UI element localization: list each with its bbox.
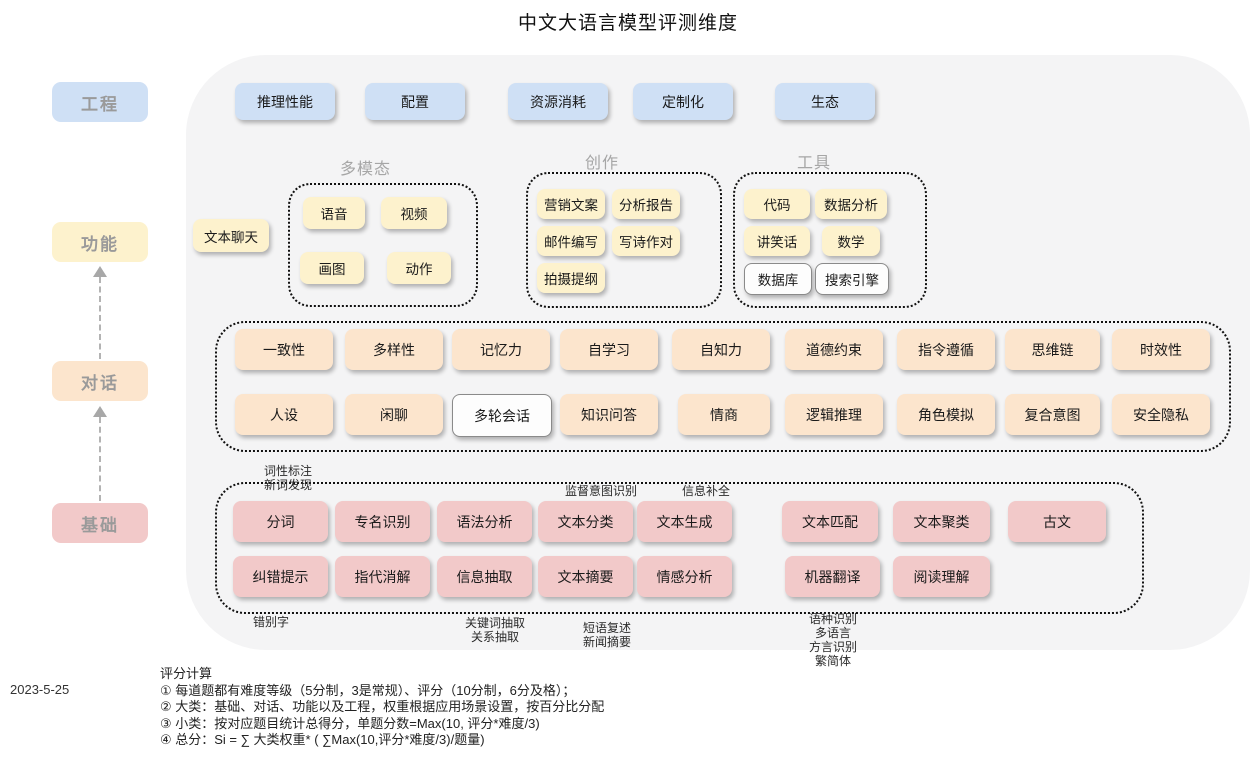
annotation-language-identification: 语种识别 多语言 方言识别 繁简体 <box>808 612 857 668</box>
basic-node: 古文 <box>1008 501 1106 542</box>
function-node: 拍摄提纲 <box>537 263 605 293</box>
dialog-node-multi-turn: 多轮会话 <box>452 394 552 437</box>
engineering-node: 配置 <box>365 83 465 120</box>
group-rect-basic <box>215 482 1144 614</box>
annotation-paraphrase-summary: 短语复述 新闻摘要 <box>582 621 631 649</box>
level-function: 功能 <box>52 222 148 262</box>
engineering-node: 定制化 <box>633 83 733 120</box>
annotation-pos-tagging: 词性标注 新词发现 <box>264 464 313 492</box>
group-label-multimodal: 多模态 <box>340 161 392 178</box>
basic-node: 机器翻译 <box>785 556 880 597</box>
dialog-node: 闲聊 <box>345 394 443 435</box>
arrow-up-icon <box>93 406 107 417</box>
level-dialog: 对话 <box>52 361 148 401</box>
scoring-note-line: ④ 总分：Si = ∑ 大类权重* ( ∑Max(10,评分*难度/3)/题量) <box>160 732 485 747</box>
function-node: 写诗作对 <box>612 226 680 256</box>
annotation-supervised-intent: 监督意图识别 <box>565 484 638 498</box>
dashed-connector <box>99 277 101 359</box>
dialog-node: 道德约束 <box>785 329 883 370</box>
function-node: 营销文案 <box>537 189 605 219</box>
basic-node: 语法分析 <box>437 501 532 542</box>
scoring-note-line: ② 大类：基础、对话、功能以及工程，权重根据应用场景设置，按百分比分配 <box>160 699 605 714</box>
dialog-node: 知识问答 <box>560 394 658 435</box>
dialog-node: 角色模拟 <box>897 394 995 435</box>
dialog-node: 思维链 <box>1005 329 1100 370</box>
annotation-typo: 错别字 <box>253 615 290 629</box>
arrow-up-icon <box>93 266 107 277</box>
group-rect-multimodal <box>288 183 478 307</box>
basic-node: 阅读理解 <box>893 556 990 597</box>
function-node: 文本聊天 <box>193 219 269 252</box>
function-node: 分析报告 <box>612 189 680 219</box>
basic-node: 指代消解 <box>335 556 430 597</box>
function-node: 视频 <box>381 197 447 229</box>
dialog-node: 一致性 <box>235 329 333 370</box>
level-engineering: 工程 <box>52 82 148 122</box>
dialog-node: 安全隐私 <box>1112 394 1210 435</box>
basic-node: 纠错提示 <box>233 556 328 597</box>
annotation-info-completion: 信息补全 <box>682 484 731 498</box>
dialog-node: 复合意图 <box>1005 394 1100 435</box>
basic-node: 专名识别 <box>335 501 430 542</box>
level-basic: 基础 <box>52 503 148 543</box>
group-rect-tools <box>733 172 927 308</box>
scoring-notes: 评分计算 ① 每道题都有难度等级（5分制，3是常规）、评分（10分制，6分及格）… <box>160 666 604 749</box>
function-node-search-engine: 搜索引擎 <box>815 263 889 295</box>
dialog-node: 记忆力 <box>452 329 550 370</box>
basic-node: 信息抽取 <box>437 556 532 597</box>
dialog-node: 逻辑推理 <box>785 394 883 435</box>
dialog-node: 时效性 <box>1112 329 1210 370</box>
function-node: 数据分析 <box>815 189 887 219</box>
function-node: 代码 <box>744 189 810 219</box>
basic-node: 文本聚类 <box>893 501 990 542</box>
group-rect-creation <box>526 172 722 308</box>
function-node: 讲笑话 <box>744 226 810 256</box>
group-label-tools: 工具 <box>797 155 832 172</box>
annotation-keyword-extraction: 关键词抽取 关系抽取 <box>464 616 525 644</box>
dialog-node: 人设 <box>235 394 333 435</box>
group-label-creation: 创作 <box>585 155 620 172</box>
basic-node: 文本匹配 <box>782 501 878 542</box>
dashed-connector <box>99 417 101 501</box>
page-title: 中文大语言模型评测维度 <box>517 13 738 34</box>
dialog-node: 自知力 <box>672 329 770 370</box>
scoring-note-line: ① 每道题都有难度等级（5分制，3是常规）、评分（10分制，6分及格）； <box>160 682 576 698</box>
function-node: 语音 <box>303 197 365 229</box>
function-node: 动作 <box>387 252 451 284</box>
engineering-node: 推理性能 <box>235 83 335 120</box>
engineering-node: 资源消耗 <box>508 83 608 120</box>
scoring-note-line: ③ 小类：按对应题目统计总得分，单题分数=Max(10, 评分*难度/3) <box>160 715 540 731</box>
basic-node: 分词 <box>233 501 328 542</box>
function-node-database: 数据库 <box>744 263 812 295</box>
basic-node: 文本分类 <box>538 501 633 542</box>
dialog-node: 情商 <box>678 394 770 435</box>
group-rect-dialog <box>215 321 1231 452</box>
dialog-node: 多样性 <box>345 329 443 370</box>
function-node: 画图 <box>300 252 364 284</box>
basic-node: 文本摘要 <box>538 556 633 597</box>
dialog-node: 指令遵循 <box>897 329 995 370</box>
date-label: 2023-5-25 <box>10 682 70 697</box>
dialog-node: 自学习 <box>560 329 658 370</box>
engineering-node: 生态 <box>775 83 875 120</box>
scoring-notes-heading: 评分计算 <box>160 666 213 681</box>
function-node: 数学 <box>822 226 880 256</box>
basic-node: 文本生成 <box>637 501 732 542</box>
basic-node: 情感分析 <box>637 556 732 597</box>
function-node: 邮件编写 <box>537 226 605 256</box>
